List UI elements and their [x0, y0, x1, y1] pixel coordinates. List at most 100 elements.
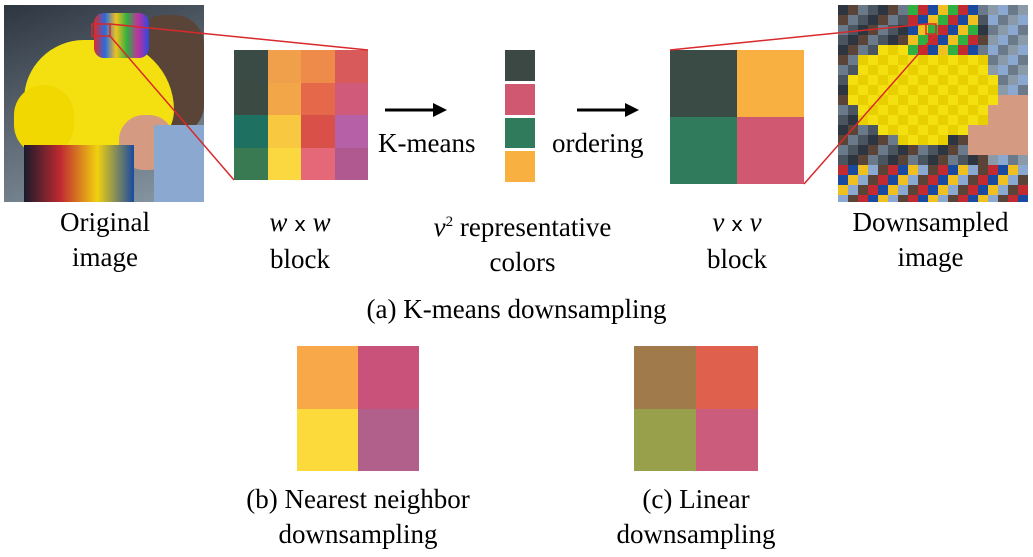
downsampled-pixel: [998, 125, 1008, 135]
downsampled-pixel: [958, 145, 968, 155]
downsampled-pixel: [938, 105, 948, 115]
downsampled-pixel: [918, 175, 928, 185]
downsampled-pixel: [868, 145, 878, 155]
downsampled-pixel: [868, 35, 878, 45]
downsampled-pixel: [978, 145, 988, 155]
downsampled-pixel: [1018, 95, 1028, 105]
downsampled-pixel: [968, 65, 978, 75]
downsampled-pixel: [1008, 75, 1018, 85]
downsampled-pixel: [998, 155, 1008, 165]
downsampled-pixel: [1018, 155, 1028, 165]
downsampled-pixel: [938, 55, 948, 65]
downsampled-pixel: [998, 75, 1008, 85]
downsampled-pixel: [988, 25, 998, 35]
downsampled-pixel: [908, 65, 918, 75]
downsampled-pixel: [1008, 5, 1018, 15]
downsampled-pixel: [848, 75, 858, 85]
downsampled-pixel: [958, 105, 968, 115]
downsampled-pixel: [888, 45, 898, 55]
original-image: [4, 5, 204, 202]
downsampled-pixel: [888, 15, 898, 25]
palette-swatch: [505, 83, 535, 115]
linear-cell: [696, 346, 758, 409]
downsampled-pixel: [938, 75, 948, 85]
downsampled-pixel: [888, 185, 898, 195]
downsampled-pixel: [848, 175, 858, 185]
downsampled-pixel: [948, 15, 958, 25]
downsampled-pixel: [1008, 195, 1018, 202]
downsampled-pixel: [888, 95, 898, 105]
caption-b-line2: downsampling: [278, 519, 438, 549]
arrow-ordering-icon: [577, 103, 639, 117]
downsampled-pixel: [988, 145, 998, 155]
downsampled-pixel: [908, 125, 918, 135]
downsampled-pixel: [898, 155, 908, 165]
downsampled-pixel: [938, 135, 948, 145]
downsampled-pixel: [858, 85, 868, 95]
downsampled-pixel: [898, 95, 908, 105]
downsampled-pixel: [1018, 105, 1028, 115]
downsampled-pixel: [988, 135, 998, 145]
downsampled-pixel: [928, 115, 938, 125]
downsampled-pixel: [858, 145, 868, 155]
downsampled-pixel: [958, 165, 968, 175]
downsampled-pixel: [918, 165, 928, 175]
downsampled-pixel: [888, 125, 898, 135]
downsampled-pixel: [938, 145, 948, 155]
downsampled-pixel: [938, 85, 948, 95]
v-block-cell: [670, 117, 737, 184]
downsampled-pixel: [998, 85, 1008, 95]
downsampled-pixel: [858, 25, 868, 35]
downsampled-pixel: [848, 115, 858, 125]
w-block-cell: [334, 50, 368, 83]
w-block-cell: [267, 50, 301, 83]
downsampled-pixel: [878, 115, 888, 125]
downsampled-pixel: [958, 155, 968, 165]
downsampled-pixel: [928, 35, 938, 45]
downsampled-pixel: [938, 95, 948, 105]
downsampled-pixel: [938, 5, 948, 15]
nearest-neighbor-cell: [358, 408, 419, 471]
downsampled-pixel: [908, 105, 918, 115]
palette-swatch: [505, 50, 535, 81]
w-block-cell: [267, 82, 301, 115]
downsampled-pixel: [998, 165, 1008, 175]
downsampled-pixel: [1008, 25, 1018, 35]
downsampled-pixel: [958, 185, 968, 195]
downsampled-pixel: [918, 185, 928, 195]
downsampled-pixel: [858, 195, 868, 202]
downsampled-pixel: [998, 135, 1008, 145]
downsampled-pixel: [838, 55, 848, 65]
downsampled-pixel: [898, 35, 908, 45]
downsampled-pixel: [988, 95, 998, 105]
down-label-line1: Downsampled: [852, 207, 1009, 237]
downsampled-pixel: [898, 185, 908, 195]
downsampled-pixel: [988, 195, 998, 202]
downsampled-pixel: [918, 145, 928, 155]
v-block-grid: [670, 50, 804, 184]
downsampled-pixel: [1018, 85, 1028, 95]
downsampled-pixel: [878, 145, 888, 155]
downsampled-pixel: [1018, 15, 1028, 25]
downsampled-pixel: [918, 195, 928, 202]
downsampled-pixel: [1008, 95, 1018, 105]
downsampled-pixel: [918, 35, 928, 45]
downsampled-pixel: [938, 35, 948, 45]
downsampled-pixel: [958, 175, 968, 185]
downsampled-pixel: [948, 75, 958, 85]
downsampled-pixel: [1018, 175, 1028, 185]
downsampled-pixel: [888, 55, 898, 65]
downsampled-pixel: [968, 35, 978, 45]
downsampled-pixel: [1018, 35, 1028, 45]
rep-var: v: [433, 212, 446, 242]
downsampled-pixel: [1008, 55, 1018, 65]
caption-b: (b) Nearest neighbor downsampling: [198, 482, 518, 552]
downsampled-pixel: [868, 65, 878, 75]
kmeans-label: K-means: [378, 128, 476, 158]
downsampled-pixel: [888, 65, 898, 75]
v-block-label: v x v block: [657, 205, 817, 277]
downsampled-pixel: [988, 5, 998, 15]
v-block-label-line2: block: [707, 244, 767, 274]
downsampled-pixel: [908, 195, 918, 202]
downsampled-pixel: [918, 155, 928, 165]
